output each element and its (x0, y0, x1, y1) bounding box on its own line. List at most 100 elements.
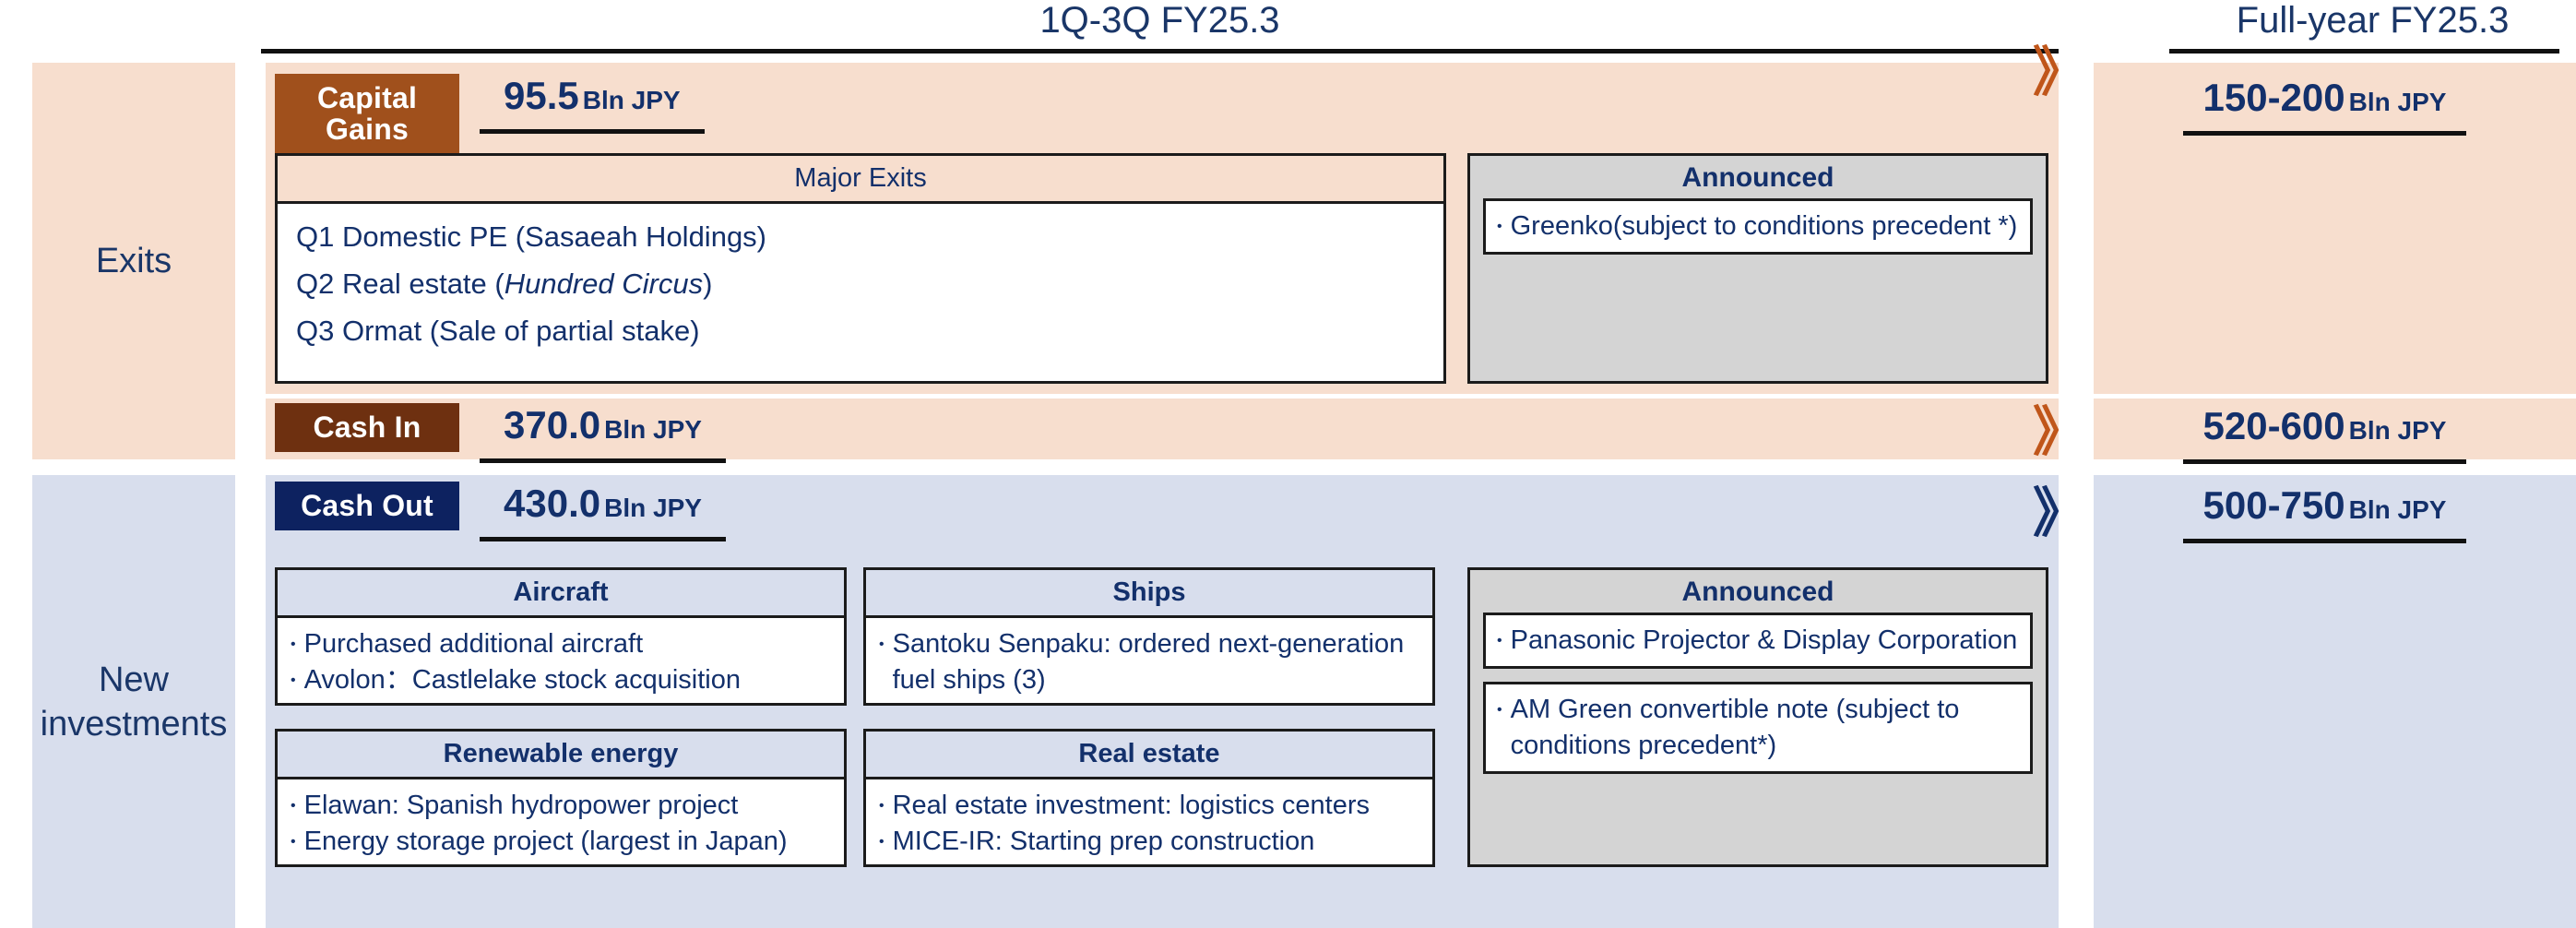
real-estate-box: Real estate • Real estate investment: log… (863, 729, 1435, 867)
full-year-cash-in-unit: Bln JPY (2348, 416, 2447, 445)
category-new-investments: New investments (32, 475, 235, 928)
real-estate-item-text: Real estate investment: logistics center… (892, 791, 1371, 820)
exits-announced-item-text: Greenko(subject to conditions precedent … (1510, 211, 2018, 241)
ships-body: • Santoku Senpaku: ordered next-generatio… (866, 618, 1432, 707)
ships-box: Ships • Santoku Senpaku: ordered next-gen… (863, 567, 1435, 706)
full-year-capital-gains-value: 150-200 (2202, 76, 2345, 119)
capital-gains-tag: Capital Gains (275, 74, 459, 154)
ships-item-text: Santoku Senpaku: ordered next-generation… (892, 629, 1405, 695)
major-exits-item: Q3 Ormat (Sale of partial stake) (296, 315, 700, 347)
renewable-energy-item-text: Elawan: Spanish hydropower project (303, 791, 739, 820)
major-exits-body: Q1 Domestic PE (Sasaeah Holdings) Q2 Rea… (278, 204, 1443, 363)
major-exits-item: Q2 Real estate (Hundred Circus) (296, 268, 713, 300)
major-exits-box: Major Exits Q1 Domestic PE (Sasaeah Hold… (275, 153, 1446, 384)
header-period-right-label: Full-year FY25.3 (2236, 0, 2510, 41)
real-estate-body: • Real estate investment: logistics cente… (866, 779, 1432, 868)
aircraft-body: • Purchased additional aircraft • Avolon：C… (278, 618, 844, 707)
exits-announced-title: Announced (1681, 162, 1834, 193)
cash-in-unit: Bln JPY (604, 415, 702, 444)
list-item: • Elawan: Spanish hydropower project (291, 788, 831, 824)
category-exits-label: Exits (95, 242, 172, 280)
bullet-icon: • (1497, 633, 1502, 648)
full-year-cash-out-unit: Bln JPY (2348, 495, 2447, 524)
investments-announced-item-text: AM Green convertible note (subject to co… (1510, 695, 1960, 760)
renewable-energy-item-text: Energy storage project (largest in Japan… (303, 827, 788, 856)
list-item: • Avolon：Castlelake stock acquisition (291, 662, 831, 698)
list-item: • MICE-IR: Starting prep construction (879, 824, 1419, 860)
cash-out-unit: Bln JPY (604, 494, 702, 522)
aircraft-box: Aircraft •Purchased additional aircraft … (275, 567, 847, 706)
chevron-right-icon-cash-in: 》 (2033, 402, 2086, 462)
full-year-cash-out-value: 500-750 (2202, 483, 2345, 527)
aircraft-item-text: Purchased additional aircraft (303, 629, 644, 659)
list-item: • Panasonic Projector & Display Corporat… (1497, 623, 2019, 659)
major-exits-item: Q1 Domestic PE (Sasaeah Holdings) (296, 220, 767, 253)
cash-out-tag: Cash Out (275, 482, 459, 530)
bullet-icon: • (291, 834, 296, 850)
list-item: • Energy storage project (largest in Japa… (291, 824, 831, 860)
capital-gains-unit: Bln JPY (582, 86, 681, 114)
bullet-icon: • (879, 834, 884, 850)
real-estate-item-text: MICE-IR: Starting prep construction (892, 827, 1315, 856)
header-rule-right (2169, 49, 2559, 54)
investments-announced-item-text: Panasonic Projector & Display Corporatio… (1510, 625, 2018, 655)
list-item: • Santoku Senpaku: ordered next-generatio… (879, 626, 1419, 698)
category-new-investments-label: New investments (40, 660, 228, 744)
list-item: • AM Green convertible note (subject to … (1497, 692, 2019, 764)
major-exits-title: Major Exits (278, 156, 1443, 204)
aircraft-item-text: Avolon：Castlelake stock acquisition (303, 665, 741, 695)
header-rule-left (261, 49, 2059, 54)
bullet-icon: • (1497, 702, 1502, 718)
renewable-energy-box: Renewable energy • Elawan: Spanish hydrop… (275, 729, 847, 867)
header-period-left-label: 1Q-3Q FY25.3 (1039, 0, 1280, 41)
bullet-icon: • (291, 637, 296, 652)
bullet-icon: • (1497, 219, 1502, 234)
header-period-right: Full-year FY25.3 (2169, 0, 2576, 57)
investments-announced-item-box: • Panasonic Projector & Display Corporat… (1483, 613, 2033, 669)
header-period-left: 1Q-3Q FY25.3 (261, 0, 2059, 57)
list-item: • Greenko(subject to conditions preceden… (1497, 208, 2019, 244)
cash-out-value: 430.0 (504, 482, 601, 525)
ships-title: Ships (866, 570, 1432, 618)
chevron-right-icon-cash-out: 》 (2033, 483, 2086, 543)
exits-announced-group: Announced • Greenko(subject to condition… (1467, 153, 2048, 384)
list-item: • Purchased additional aircraft (291, 626, 831, 662)
bullet-icon: • (291, 672, 296, 688)
full-year-capital-gains-unit: Bln JPY (2348, 88, 2447, 116)
exits-announced-item-box: • Greenko(subject to conditions preceden… (1483, 198, 2033, 255)
cash-in-tag: Cash In (275, 403, 459, 452)
renewable-energy-body: • Elawan: Spanish hydropower project • Ene… (278, 779, 844, 868)
renewable-energy-title: Renewable energy (278, 732, 844, 779)
bullet-icon: • (879, 637, 884, 652)
full-year-cash-in-value: 520-600 (2202, 404, 2345, 447)
bullet-icon: • (879, 798, 884, 814)
list-item: • Real estate investment: logistics cente… (879, 788, 1419, 824)
chevron-right-icon-capital-gains: 》 (2033, 42, 2086, 102)
investments-announced-group: Announced • Panasonic Projector & Displa… (1467, 567, 2048, 867)
bullet-icon: • (291, 798, 296, 814)
real-estate-title: Real estate (866, 732, 1432, 779)
cash-in-value: 370.0 (504, 403, 601, 446)
category-exits: Exits (32, 63, 235, 459)
investments-announced-item-box: • AM Green convertible note (subject to … (1483, 682, 2033, 774)
investments-announced-title: Announced (1681, 577, 1834, 607)
